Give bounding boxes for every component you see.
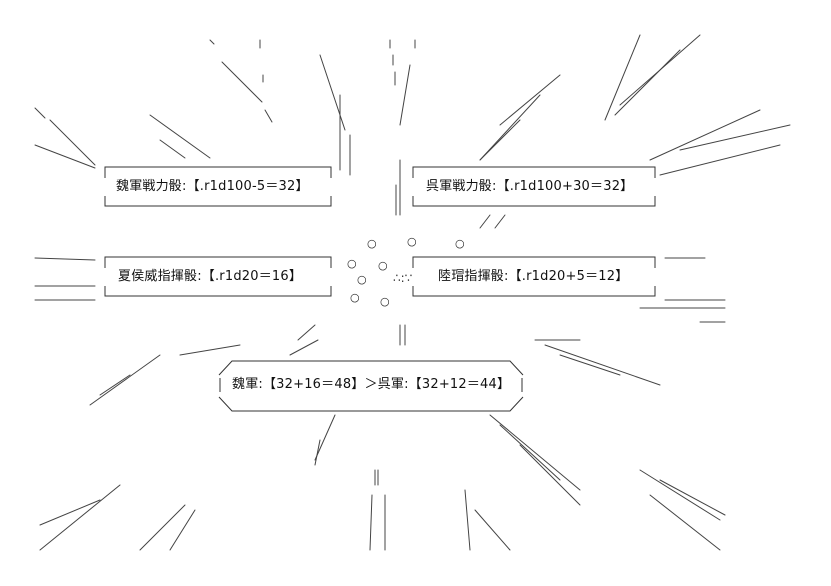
xiahou-command-roll: 夏侯威指揮骰:【.r1d20＝16】 <box>118 269 303 284</box>
burst-line <box>369 494 373 551</box>
burst-line <box>99 374 131 396</box>
result-panel: 魏軍:【32+16＝48】＞呉軍:【32+12＝44】 <box>218 360 524 412</box>
burst-line <box>479 94 541 161</box>
burst-line <box>319 54 346 131</box>
burst-line <box>499 74 561 126</box>
burst-line <box>314 414 336 461</box>
burst-line <box>614 49 681 116</box>
decorative-circle: ○ <box>347 257 357 270</box>
burst-line <box>314 439 321 466</box>
decorative-circle: ○ <box>380 295 390 308</box>
burst-line <box>519 444 581 506</box>
burst-line <box>479 119 521 161</box>
burst-line <box>34 107 46 119</box>
burst-line <box>297 324 316 341</box>
burst-line <box>544 344 661 386</box>
burst-line <box>159 139 186 159</box>
burst-line <box>659 479 726 516</box>
burst-line <box>679 124 791 151</box>
burst-line <box>179 344 241 356</box>
wu-attack-roll: 呉軍戦力骰:【.r1d100+30＝32】 <box>426 179 634 194</box>
burst-line <box>494 214 506 229</box>
burst-line <box>49 119 96 166</box>
center-dots: ∴:∵ <box>393 271 413 285</box>
lu-command-panel: 陸瑁指揮骰:【.r1d20+5＝12】 <box>412 256 656 298</box>
burst-line <box>139 504 186 551</box>
burst-line <box>604 34 641 121</box>
decorative-circle: ○ <box>357 273 367 286</box>
lu-command-roll: 陸瑁指揮骰:【.r1d20+5＝12】 <box>438 269 629 284</box>
xiahou-command-panel: 夏侯威指揮骰:【.r1d20＝16】 <box>104 256 332 298</box>
decorative-circle: ○ <box>367 237 377 250</box>
burst-line <box>264 109 273 123</box>
burst-line <box>34 257 96 261</box>
wu-attack-panel: 呉軍戦力骰:【.r1d100+30＝32】 <box>412 166 656 208</box>
burst-line <box>289 339 319 356</box>
burst-line <box>209 39 215 45</box>
battle-result: 魏軍:【32+16＝48】＞呉軍:【32+12＝44】 <box>232 377 511 392</box>
decorative-circle: ○ <box>350 291 360 304</box>
burst-line <box>464 489 471 551</box>
burst-line <box>499 424 561 481</box>
burst-line <box>149 114 211 159</box>
burst-line <box>489 414 581 491</box>
burst-line <box>39 499 101 526</box>
burst-line <box>659 144 781 176</box>
burst-line <box>89 354 161 406</box>
decorative-circle: ○ <box>407 235 417 248</box>
burst-line <box>34 144 96 169</box>
decorative-circle: ○ <box>378 259 388 272</box>
burst-line <box>39 484 121 551</box>
burst-line <box>169 509 196 551</box>
burst-line <box>221 61 263 103</box>
burst-line <box>649 109 761 161</box>
burst-line <box>559 354 621 376</box>
burst-line <box>639 469 721 521</box>
wei-attack-roll: 魏軍戦力骰:【.r1d100-5＝32】 <box>116 179 309 194</box>
burst-line <box>649 494 721 551</box>
burst-line <box>479 214 491 229</box>
burst-line <box>474 509 511 551</box>
decorative-circle: ○ <box>455 237 465 250</box>
burst-line <box>399 64 411 126</box>
wei-attack-panel: 魏軍戦力骰:【.r1d100-5＝32】 <box>104 166 332 208</box>
